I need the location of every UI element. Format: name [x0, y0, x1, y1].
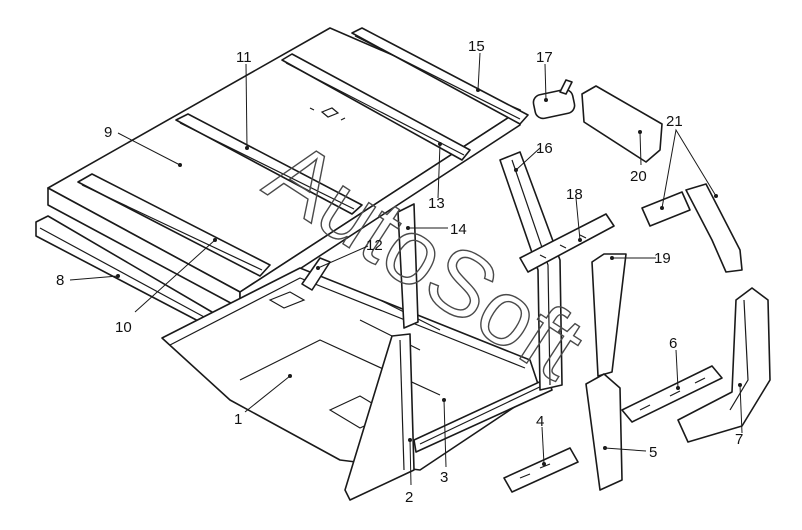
pillar-14 — [397, 203, 419, 329]
leader-lines — [69, 52, 743, 486]
callout-13: 13 — [428, 195, 445, 212]
roof-bow-15 — [351, 27, 529, 125]
front-pillar — [344, 333, 415, 501]
callout-12: 12 — [366, 237, 383, 254]
callout-6: 6 — [669, 335, 677, 352]
sun-visor — [581, 85, 663, 163]
side-sill — [413, 377, 553, 453]
callout-9: 9 — [104, 124, 112, 141]
rear-pillar — [499, 151, 563, 391]
callout-20: 20 — [630, 168, 647, 185]
floor-bracket-6 — [621, 365, 723, 423]
reinforcement-21 — [641, 183, 743, 273]
callout-11: 11 — [236, 49, 252, 66]
pillar-19 — [591, 253, 627, 377]
roof-bow-13 — [281, 53, 471, 161]
callout-21: 21 — [666, 113, 683, 130]
callout-5: 5 — [649, 444, 657, 461]
callout-18: 18 — [566, 186, 583, 203]
callout-4: 4 — [536, 413, 544, 430]
callout-15: 15 — [468, 38, 485, 55]
callout-17: 17 — [536, 49, 553, 66]
floor-bracket-4 — [503, 447, 579, 493]
callout-3: 3 — [440, 469, 448, 486]
callout-2: 2 — [405, 489, 413, 506]
front-roof-header — [77, 173, 271, 277]
callout-8: 8 — [56, 272, 64, 289]
callout-14: 14 — [450, 221, 467, 238]
callout-16: 16 — [536, 140, 553, 157]
rear-quarter-7 — [677, 287, 771, 443]
cross-member — [519, 213, 615, 273]
callout-19: 19 — [654, 250, 671, 267]
lower-pillar-5 — [585, 373, 623, 491]
callout-labels: 1 2 3 4 5 6 7 8 9 10 11 12 13 14 15 16 1… — [56, 38, 743, 506]
leader-dots — [116, 88, 742, 466]
callout-1: 1 — [234, 411, 242, 428]
callout-10: 10 — [115, 319, 132, 336]
callout-7: 7 — [735, 431, 743, 448]
roof-bow-11 — [175, 113, 363, 215]
rear-view-mirror — [532, 79, 576, 120]
